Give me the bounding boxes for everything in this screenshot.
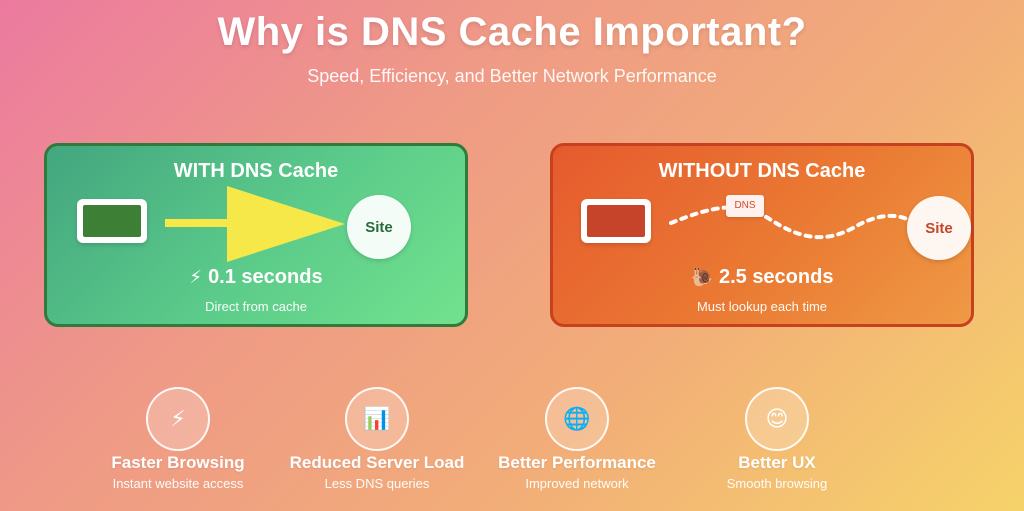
with-cache-note: Direct from cache xyxy=(205,299,307,314)
benefit-better-performance: 🌐 Better Performance Improved network xyxy=(477,387,677,491)
benefit-subtitle: Less DNS queries xyxy=(324,476,430,491)
benefit-subtitle: Smooth browsing xyxy=(726,476,828,491)
benefit-subtitle: Improved network xyxy=(525,476,629,491)
site-node: Site xyxy=(347,195,411,259)
page-title: Why is DNS Cache Important? xyxy=(217,10,807,54)
with-cache-panel: WITH DNS Cache Site ⚡0.1 seconds Direct … xyxy=(44,143,468,327)
lookup-path xyxy=(669,205,911,240)
benefit-reduced-server-load: 📊 Reduced Server Load Less DNS queries xyxy=(277,387,477,491)
page-subtitle: Speed, Efficiency, and Better Network Pe… xyxy=(307,66,717,86)
without-cache-time-text: 2.5 seconds xyxy=(718,266,834,288)
site-node: Site xyxy=(907,196,971,260)
benefit-better-ux: 😊 Better UX Smooth browsing xyxy=(677,387,877,491)
direct-arrow xyxy=(227,186,345,262)
benefit-title: Reduced Server Load xyxy=(289,453,465,472)
benefit-subtitle: Instant website access xyxy=(112,476,244,491)
without-cache-time: 🐌2.5 seconds xyxy=(553,266,971,289)
globe-icon: 🌐 xyxy=(545,387,609,451)
bar-chart-icon: 📊 xyxy=(345,387,409,451)
benefit-title: Better Performance xyxy=(498,453,656,472)
without-cache-title: WITHOUT DNS Cache xyxy=(658,160,866,182)
without-cache-panel: WITHOUT DNS Cache DNS Site 🐌2.5 seconds … xyxy=(550,143,974,327)
with-cache-time-text: 0.1 seconds xyxy=(208,266,323,288)
smiley-icon: 😊 xyxy=(745,387,809,451)
benefit-title: Faster Browsing xyxy=(111,453,245,472)
with-cache-time: ⚡0.1 seconds xyxy=(47,266,465,289)
dns-server-tag: DNS xyxy=(726,195,764,217)
with-cache-route xyxy=(165,186,345,262)
without-cache-route xyxy=(669,205,911,240)
benefit-faster-browsing: ⚡ Faster Browsing Instant website access xyxy=(78,387,278,491)
snail-icon: 🐌 xyxy=(690,267,713,288)
direct-line xyxy=(165,219,235,227)
without-cache-note: Must lookup each time xyxy=(696,299,828,314)
lightning-icon: ⚡ xyxy=(146,387,210,451)
computer-icon xyxy=(581,199,651,243)
with-cache-title: WITH DNS Cache xyxy=(173,160,339,182)
computer-icon xyxy=(77,199,147,243)
lightning-icon: ⚡ xyxy=(189,267,203,288)
benefit-title: Better UX xyxy=(738,453,816,472)
